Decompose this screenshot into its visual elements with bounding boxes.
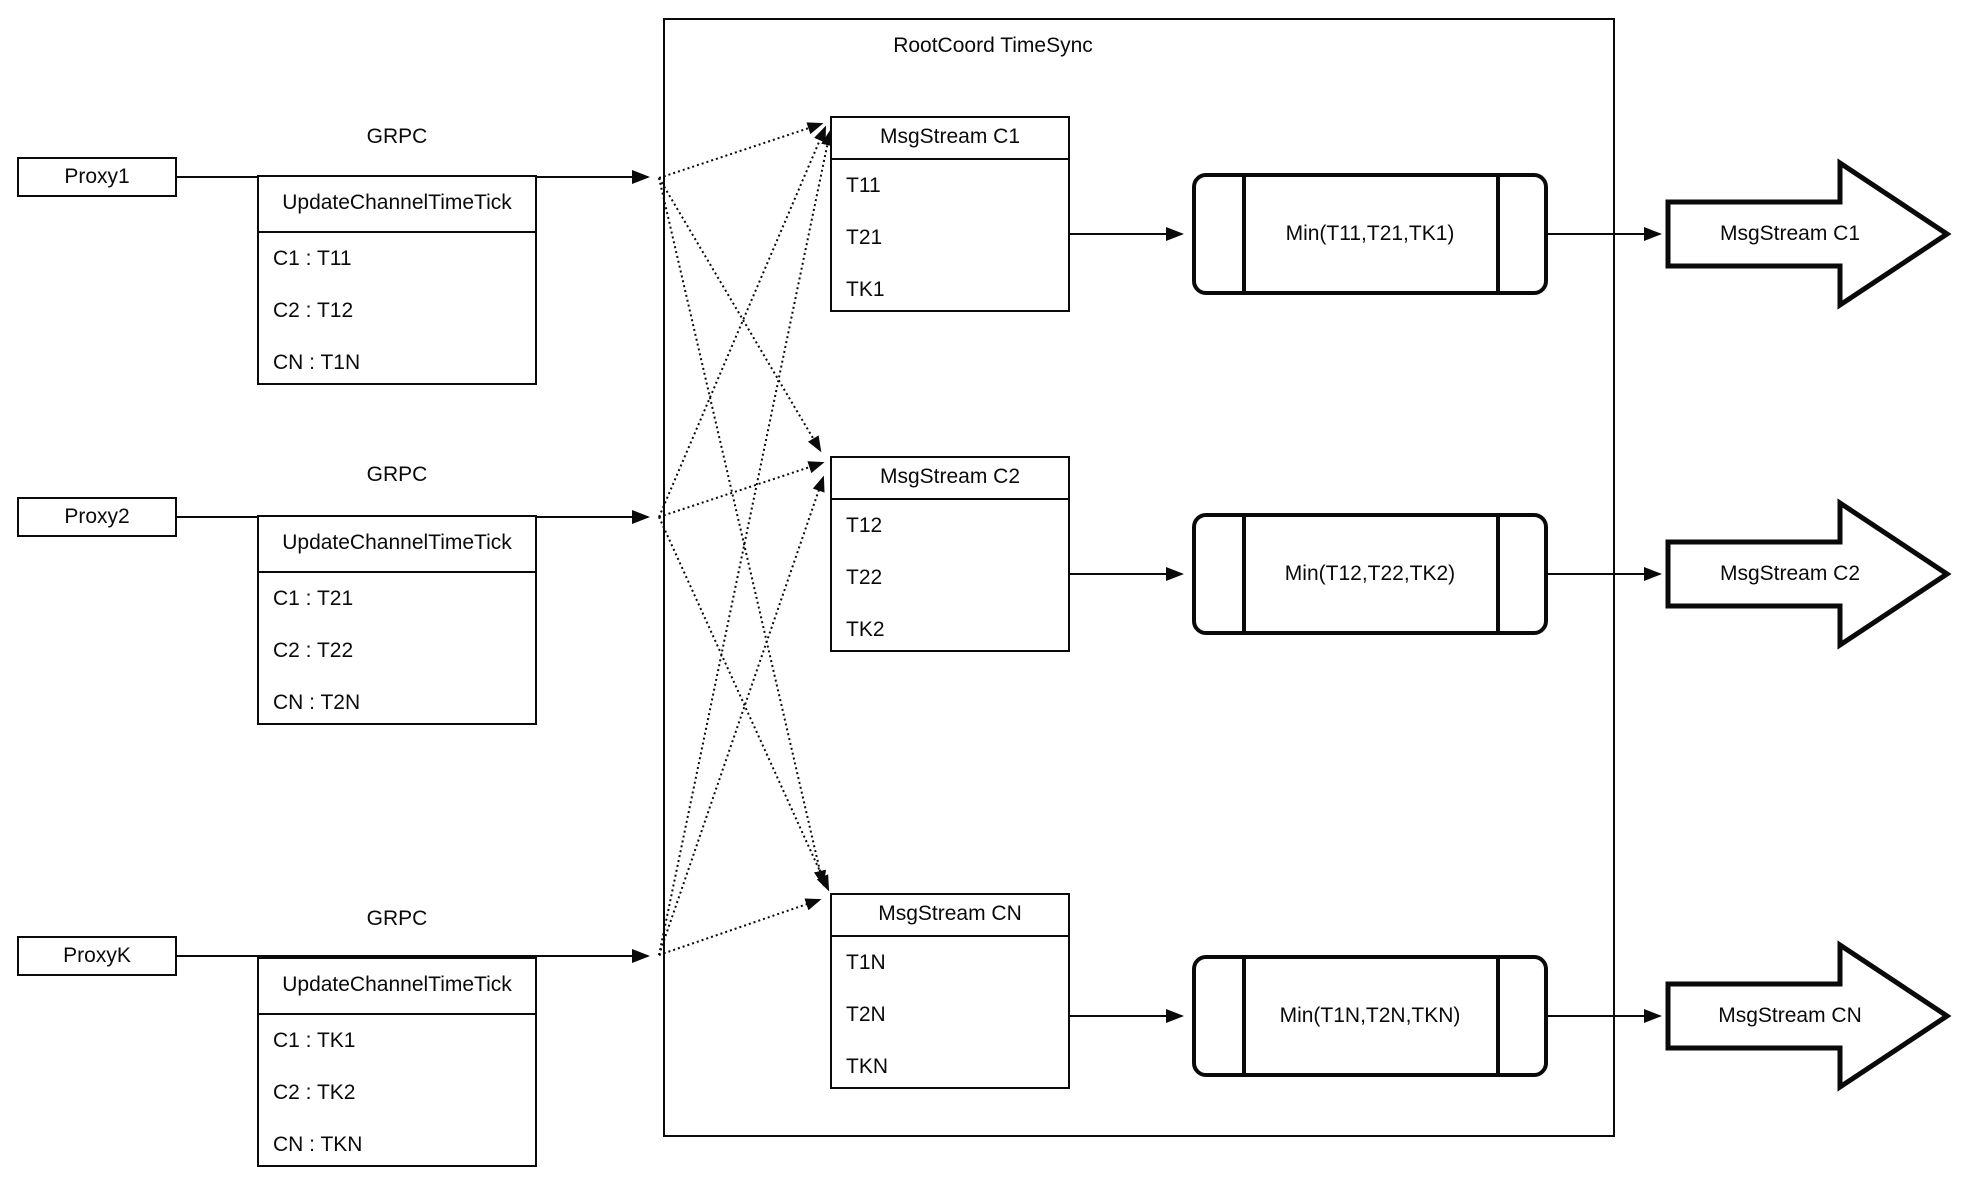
min-node-divider [1496, 177, 1500, 291]
block-arrow-cn [1665, 940, 1952, 1092]
proxy1-timetick-table: UpdateChannelTimeTick C1 : T11 C2 : T12 … [257, 175, 537, 385]
table-row: CN : T1N [273, 351, 361, 374]
proxy2-label: Proxy2 [64, 505, 130, 528]
block-arrow-c2 [1665, 498, 1952, 650]
grpc-label-2: GRPC [366, 463, 428, 486]
msgstream-c2-header: MsgStream C2 [832, 458, 1068, 500]
msgstream-c2-table: MsgStream C2 T12 T22 TK2 [830, 456, 1070, 652]
proxy2-table-header: UpdateChannelTimeTick [259, 517, 535, 573]
proxyk-box: ProxyK [17, 936, 177, 976]
table-row: C2 : T22 [273, 639, 354, 662]
table-row: TK2 [846, 618, 885, 641]
table-row: TKN [846, 1055, 888, 1078]
min-node-c2: Min(T12,T22,TK2) [1192, 513, 1548, 635]
proxy2-timetick-table: UpdateChannelTimeTick C1 : T21 C2 : T22 … [257, 515, 537, 725]
table-row: C2 : T12 [273, 299, 354, 322]
msgstream-c1-header: MsgStream C1 [832, 118, 1068, 160]
table-row: C1 : TK1 [273, 1029, 356, 1052]
dotted-arrow-p1-c1 [658, 122, 824, 179]
proxy2-box: Proxy2 [17, 497, 177, 537]
table-row: T11 [846, 174, 881, 197]
table-row: TK1 [846, 278, 885, 301]
min-label-c1: Min(T11,T21,TK1) [1285, 222, 1455, 245]
proxyk-table-header: UpdateChannelTimeTick [259, 959, 535, 1015]
min-node-divider [1242, 959, 1246, 1073]
rootcoord-timesync-box [663, 18, 1615, 1137]
min-label-cn: Min(T1N,T2N,TKN) [1279, 1004, 1461, 1027]
msgstream-cn-table: MsgStream CN T1N T2N TKN [830, 893, 1070, 1089]
dotted-arrow-p2-cn [658, 516, 830, 892]
output-label-cn: MsgStream CN [1718, 1004, 1862, 1027]
grpc-label-1: GRPC [366, 125, 428, 148]
min-node-divider [1496, 959, 1500, 1073]
dotted-arrow-pk-c2 [658, 475, 825, 956]
table-row: CN : T2N [273, 691, 361, 714]
table-row: T1N [846, 951, 886, 974]
table-row: CN : TKN [273, 1133, 363, 1156]
dotted-arrow-p2-c2 [658, 461, 825, 518]
proxy1-table-header: UpdateChannelTimeTick [259, 177, 535, 233]
table-row: T21 [846, 226, 883, 249]
output-label-c1: MsgStream C1 [1719, 222, 1861, 245]
msgstream-cn-header: MsgStream CN [832, 895, 1068, 937]
table-row: T2N [846, 1003, 886, 1026]
min-node-cn: Min(T1N,T2N,TKN) [1192, 955, 1548, 1077]
rootcoord-timesync-title: RootCoord TimeSync [893, 34, 1093, 57]
msgstream-c1-table: MsgStream C1 T11 T21 TK1 [830, 116, 1070, 312]
min-node-divider [1496, 517, 1500, 631]
proxyk-label: ProxyK [63, 944, 131, 967]
output-label-c2: MsgStream C2 [1719, 562, 1861, 585]
dotted-arrow-pk-c1 [658, 129, 834, 956]
min-node-c1: Min(T11,T21,TK1) [1192, 173, 1548, 295]
dotted-arrow-p1-cn [658, 177, 827, 887]
table-row: C1 : T21 [273, 587, 354, 610]
proxy1-label: Proxy1 [64, 165, 130, 188]
min-node-divider [1242, 517, 1246, 631]
grpc-label-3: GRPC [366, 907, 428, 930]
proxyk-timetick-table: UpdateChannelTimeTick C1 : TK1 C2 : TK2 … [257, 957, 537, 1167]
table-row: C2 : TK2 [273, 1081, 356, 1104]
min-node-divider [1242, 177, 1246, 291]
table-row: T22 [846, 566, 883, 589]
min-label-c2: Min(T12,T22,TK2) [1284, 562, 1456, 585]
block-arrow-c1 [1665, 158, 1952, 310]
dotted-arrow-pk-cn [658, 898, 822, 956]
table-row: T12 [846, 514, 883, 537]
dotted-arrow-p2-c1 [658, 125, 827, 518]
table-row: C1 : T11 [273, 247, 352, 270]
proxy1-box: Proxy1 [17, 157, 177, 197]
